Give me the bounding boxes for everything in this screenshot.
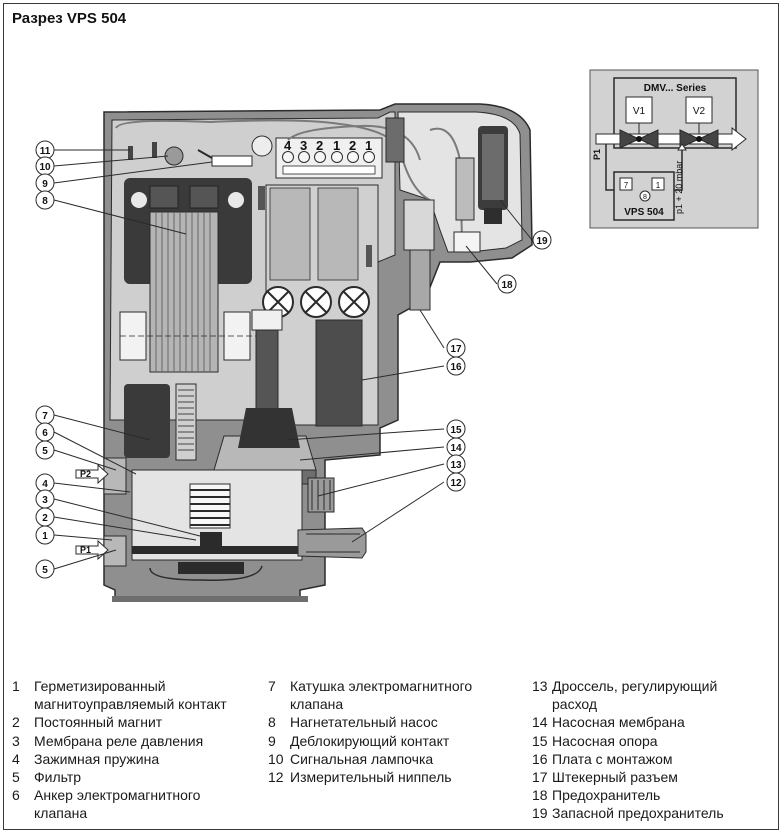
figure-frame [3,3,779,830]
fuse [453,231,481,253]
svg-text:3: 3 [42,495,48,506]
svg-text:12: 12 [450,478,462,489]
svg-text:11: 11 [40,146,51,157]
svg-text:6: 6 [42,428,48,439]
svg-text:P1: P1 [80,545,91,555]
terminal-label: 1 [333,138,340,153]
callout-18: 18 [497,274,517,294]
terminal-label: 3 [300,138,307,153]
svg-text:9: 9 [42,179,48,190]
terminal-label: 4 [284,138,292,153]
measuring-nipple [297,527,367,559]
svg-text:1: 1 [656,181,661,190]
svg-text:5: 5 [42,446,48,457]
terminal-label: 1 [365,138,372,153]
svg-text:4: 4 [42,479,48,490]
svg-text:18: 18 [501,280,513,291]
callout-15: 15 [446,419,466,439]
svg-text:13: 13 [450,460,462,471]
callout-2: 2 [35,507,55,527]
svg-text:8: 8 [42,196,48,207]
svg-text:8: 8 [643,194,647,201]
callout-3: 3 [35,489,55,509]
callout-13: 13 [446,454,466,474]
terminal-label: 2 [349,138,356,153]
callout-12: 12 [446,472,466,492]
callout-1: 1 [35,525,55,545]
svg-text:7: 7 [624,181,629,190]
svg-text:5: 5 [42,565,48,576]
leader-lines [53,149,533,570]
device-housing: 4 3 2 1 2 1 [103,103,533,602]
callout-16: 16 [446,356,466,376]
svg-text:17: 17 [450,344,462,355]
solenoid-coil [124,384,170,458]
schematic-inset: DMV... Series V1 V2 7 1 8 VPS 504 P1 p1 … [589,69,759,229]
callout-5-lower: 5 [35,559,55,579]
callout-11: 11 [35,140,55,160]
svg-text:2: 2 [42,513,48,524]
callout-7: 7 [35,405,55,425]
plug-connector [403,199,435,251]
svg-text:16: 16 [450,362,462,373]
pump-coil-stack [149,211,219,373]
callout-8: 8 [35,190,55,210]
callout-19: 19 [532,230,552,250]
cross-section-diagram: 4 3 2 1 2 1 [35,69,759,602]
terminal-screws [282,151,376,175]
callout-6: 6 [35,422,55,442]
svg-text:P2: P2 [80,469,91,479]
callout-14: 14 [446,437,466,457]
svg-text:19: 19 [536,236,548,247]
schematic-v2: V2 [693,106,706,117]
callout-4: 4 [35,473,55,493]
pressure-spring [189,483,231,529]
callout-5-upper: 5 [35,440,55,460]
inlet-arrow-p2: P2 [75,463,109,485]
callout-10: 10 [35,156,55,176]
schematic-v1: V1 [633,106,646,117]
schematic-p-setting: p1 + 20 mbar [674,161,684,214]
terminal-label: 2 [316,138,323,153]
schematic-series-title: DMV... Series [644,83,707,94]
callout-17: 17 [446,338,466,358]
page-title: Разрез VPS 504 [12,10,127,27]
schematic-unit-label: VPS 504 [624,207,664,218]
svg-text:1: 1 [42,531,48,542]
callout-9: 9 [35,173,55,193]
callout-markers: 11 10 9 8 7 6 5 4 3 2 1 5 19 18 17 16 15… [35,140,552,579]
svg-text:14: 14 [450,443,462,454]
inlet-arrow-p1: P1 [75,539,109,561]
schematic-p1-label: P1 [592,149,602,160]
svg-text:7: 7 [42,411,48,422]
svg-text:15: 15 [450,425,462,436]
svg-text:10: 10 [39,162,51,173]
